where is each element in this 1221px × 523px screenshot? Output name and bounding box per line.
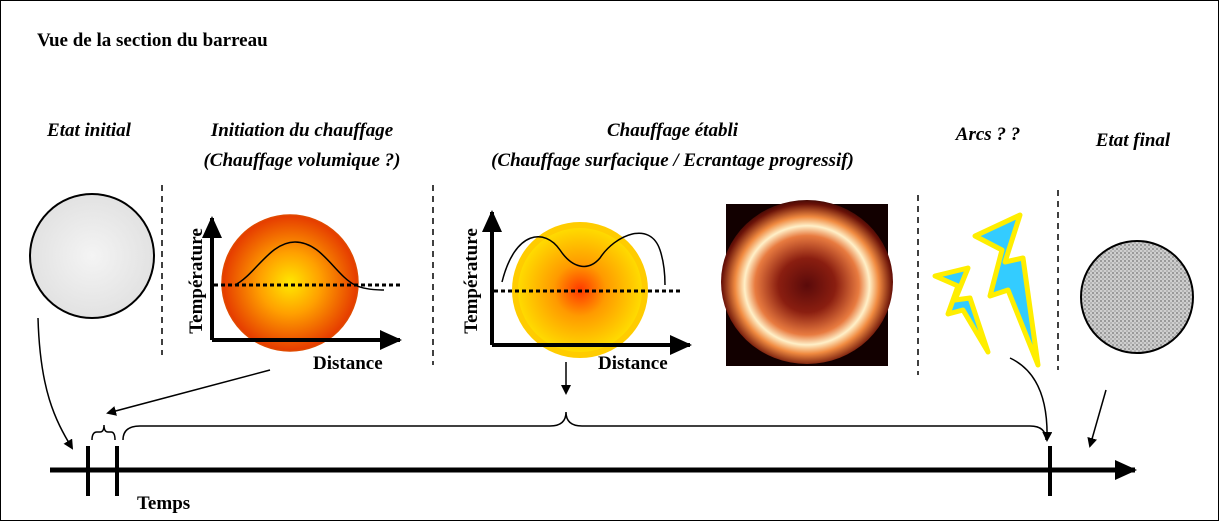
stage-established-sublabel: (Chauffage surfacique / Ecrantage progre…: [491, 150, 854, 171]
volumetric-heating-disc: [221, 214, 359, 352]
volumetric-heating-plot: [202, 214, 402, 352]
arrow-final: [1087, 389, 1107, 448]
temperature-profile-2: [501, 232, 666, 286]
stage-initiation-label: Initiation du chauffage: [210, 120, 394, 141]
stage-arcs-label: Arcs ? ?: [955, 124, 1021, 145]
plot-2-ylabel: Température: [461, 228, 482, 334]
stage-established-label: Chauffage établi: [606, 120, 739, 141]
plot-1-ylabel: Température: [186, 228, 207, 334]
surface-heating-plot: [482, 210, 692, 358]
temperature-profile-1: [234, 241, 385, 291]
stage-final-label: Etat final: [1095, 130, 1171, 151]
stage-initial-label: Etat initial: [47, 120, 131, 141]
lightning-icon: [932, 212, 1041, 368]
diagram-title: Vue de la section du barreau: [37, 30, 268, 51]
plot-1-xlabel: Distance: [313, 353, 383, 374]
plot-2-xlabel: Distance: [598, 353, 668, 374]
stage-initiation-sublabel: (Chauffage volumique ?): [203, 150, 401, 171]
arrow-initial: [37, 317, 74, 450]
arrow-initiation: [106, 369, 271, 416]
arrow-arcs: [1009, 357, 1053, 442]
rod-photo-glow: [721, 200, 893, 364]
final-state-circle: [1080, 240, 1194, 354]
brace-established: [122, 411, 1047, 441]
timeline-label: Temps: [137, 493, 191, 514]
initial-state-circle: [29, 193, 155, 319]
brace-initiation: [91, 424, 116, 441]
